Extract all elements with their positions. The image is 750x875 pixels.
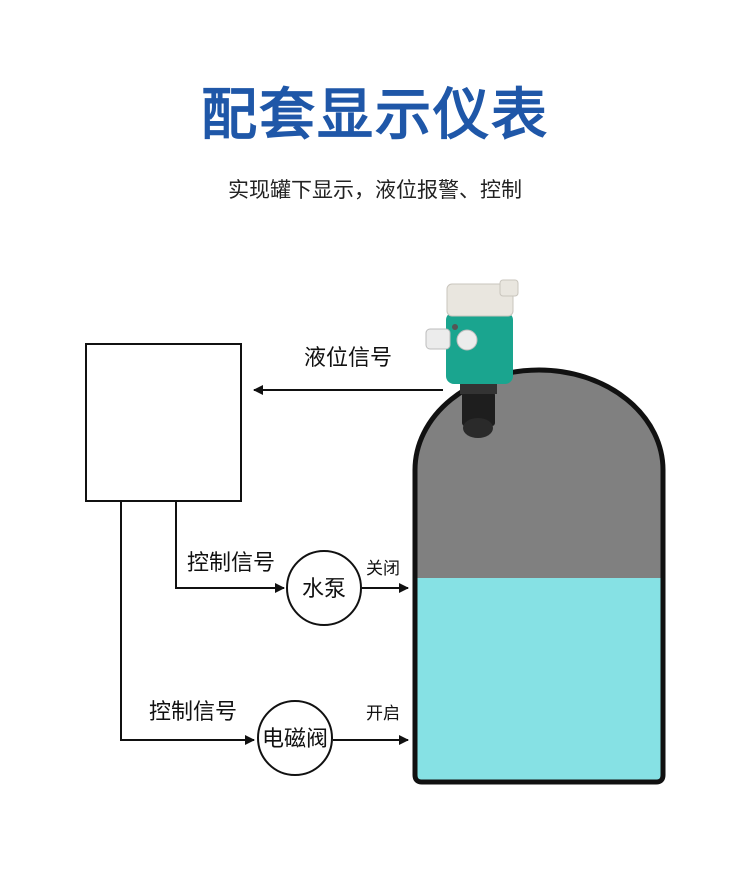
pump-circle bbox=[286, 550, 362, 626]
cable-gland-front bbox=[456, 329, 478, 351]
valve-signal-label: 控制信号 bbox=[149, 700, 237, 725]
tank-liquid bbox=[415, 578, 663, 782]
tank-gas-space bbox=[415, 370, 663, 578]
pump-signal-label: 控制信号 bbox=[187, 551, 275, 576]
tank-outline bbox=[412, 367, 666, 785]
valve-label: 电磁阀 bbox=[262, 727, 328, 752]
cable-gland bbox=[425, 328, 451, 350]
valve-state-label: 开启 bbox=[366, 704, 400, 724]
sensor-cap-latch bbox=[499, 279, 519, 297]
storage-tank bbox=[412, 367, 666, 785]
sensor-body bbox=[446, 312, 513, 384]
level-signal-label: 液位信号 bbox=[304, 346, 392, 371]
sensor-antenna-tip bbox=[463, 418, 493, 438]
sensor-cap bbox=[446, 283, 514, 317]
sensor-antenna bbox=[462, 392, 495, 426]
pump-state-label: 关闭 bbox=[366, 559, 400, 579]
page-subtitle: 实现罐下显示，液位报警、控制 bbox=[228, 178, 522, 202]
display-instrument-box bbox=[85, 343, 242, 502]
sensor-screw bbox=[452, 324, 458, 330]
pump-control-line bbox=[175, 501, 285, 593]
level-sensor bbox=[425, 279, 519, 438]
valve-circle bbox=[257, 700, 333, 776]
valve-control-line bbox=[120, 501, 255, 745]
pump-label: 水泵 bbox=[302, 577, 346, 602]
page-title: 配套显示仪表 bbox=[201, 83, 549, 148]
